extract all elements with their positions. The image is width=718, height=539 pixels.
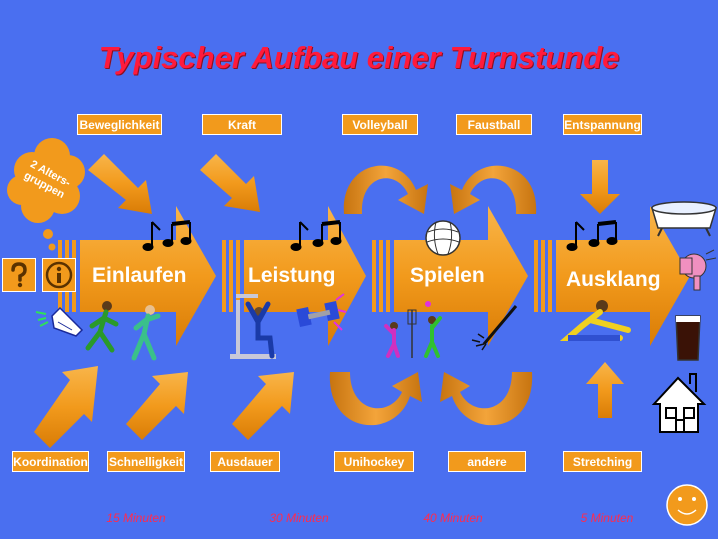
arrow-kraft xyxy=(200,154,260,212)
volleyball-icon xyxy=(425,220,461,256)
music-notes-icon xyxy=(290,220,342,251)
arrow-stretching xyxy=(586,362,624,418)
duration-spielen: 40 Minuten xyxy=(423,511,483,525)
info-button[interactable] xyxy=(42,258,76,292)
label-unihockey: Unihockey xyxy=(334,451,414,472)
arrow-koordination xyxy=(34,366,98,448)
label-ausdauer: Ausdauer xyxy=(210,451,280,472)
info-icon xyxy=(45,261,73,289)
bathtub-icon xyxy=(650,201,718,237)
label-schnelligkeit: Schnelligkeit xyxy=(107,451,185,472)
music-notes-icon xyxy=(142,220,192,251)
label-stretching: Stretching xyxy=(563,451,642,472)
help-button[interactable] xyxy=(2,258,36,292)
label-kraft: Kraft xyxy=(202,114,282,135)
duration-einlaufen: 15 Minuten xyxy=(106,511,166,525)
drink-glass-icon xyxy=(675,315,701,361)
curved-arrow-volleyball xyxy=(343,165,428,214)
curved-arrow-faustball xyxy=(450,165,537,214)
house-icon xyxy=(651,373,707,433)
duration-ausklang: 5 Minuten xyxy=(580,511,634,525)
sneaker-icon xyxy=(35,306,84,337)
runner-icon xyxy=(85,301,119,353)
arrow-entspannung xyxy=(580,160,620,214)
label-faustball: Faustball xyxy=(456,114,532,135)
stretching-person-icon xyxy=(559,300,631,341)
dumbbell-icon xyxy=(296,293,347,331)
curved-arrow-andere xyxy=(440,372,533,426)
runner-icon xyxy=(131,305,161,361)
label-entspannung: Entspannung xyxy=(563,114,642,135)
label-volleyball: Volleyball xyxy=(342,114,418,135)
arrow-schnelligkeit xyxy=(126,372,188,440)
stage-label-leistung: Leistung xyxy=(248,264,336,287)
curved-arrow-unihockey xyxy=(329,372,422,426)
arrow-beweglichkeit xyxy=(88,154,152,214)
duration-leistung: 30 Minuten xyxy=(269,511,329,525)
hockey-stick-icon xyxy=(471,305,518,351)
question-mark-icon xyxy=(11,262,27,288)
stage-label-ausklang: Ausklang xyxy=(566,268,661,291)
page-title: Typischer Aufbau einer Turnstunde xyxy=(98,40,620,75)
label-koordination: Koordination xyxy=(12,451,89,472)
thought-cloud xyxy=(7,138,85,251)
volleyball-players-icon xyxy=(384,301,442,358)
label-beweglichkeit: Beweglichkeit xyxy=(77,114,162,135)
music-notes-icon xyxy=(566,220,618,251)
smiley-icon[interactable] xyxy=(666,484,708,526)
stage-label-spielen: Spielen xyxy=(410,264,485,287)
hair-dryer-icon xyxy=(679,249,717,291)
stage-label-einlaufen: Einlaufen xyxy=(92,264,187,287)
arrow-ausdauer xyxy=(232,372,294,440)
weightlifting-machine-icon xyxy=(230,294,276,359)
label-andere: andere xyxy=(448,451,526,472)
